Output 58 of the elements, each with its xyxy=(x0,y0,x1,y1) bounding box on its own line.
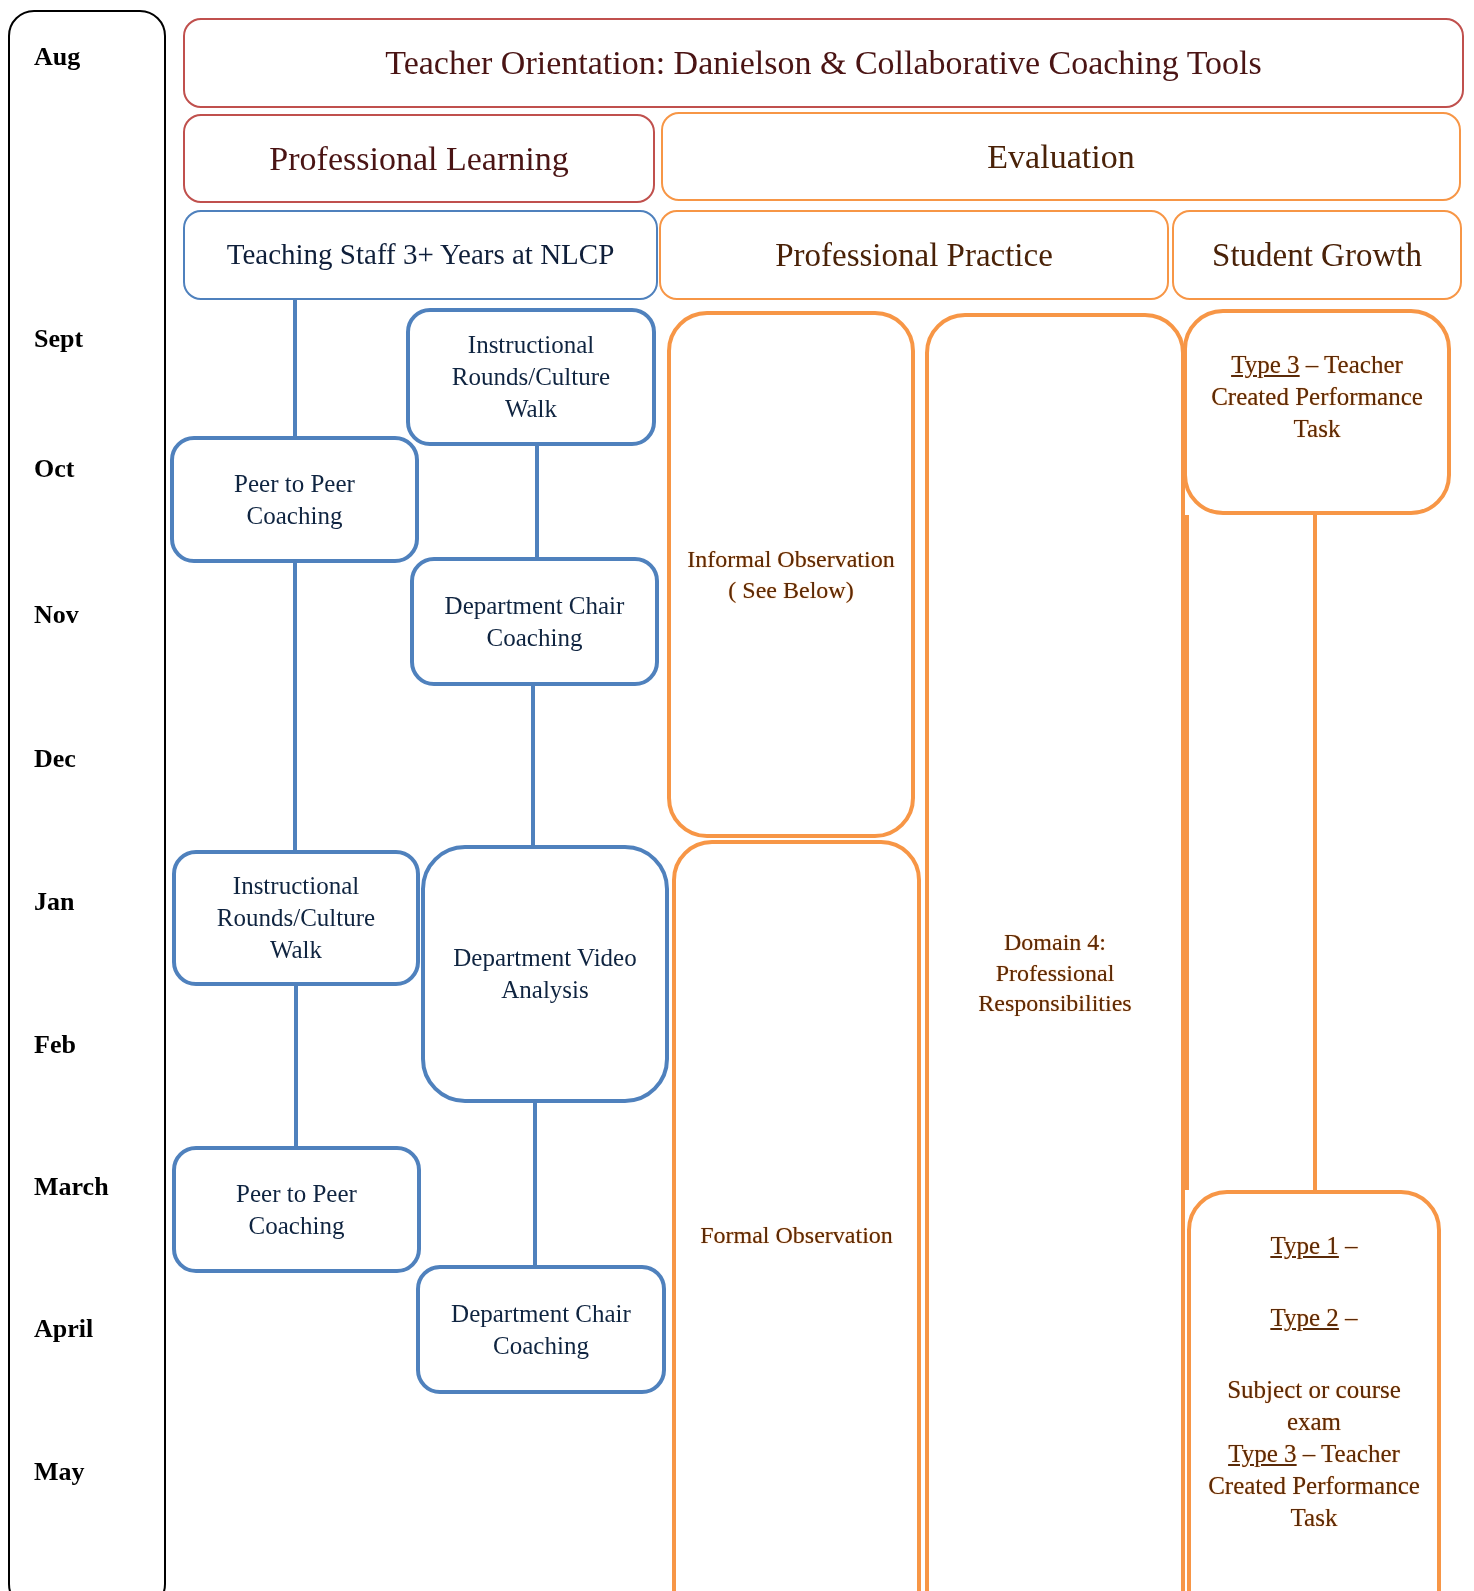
activity-box xyxy=(672,840,921,1591)
box-text: Instructional Rounds/Culture Walk xyxy=(215,871,377,965)
activity-box xyxy=(410,557,659,686)
box-text: Domain 4: Professional Responsibilities xyxy=(977,927,1133,1019)
box-text: Department Video Analysis xyxy=(452,943,638,1005)
box-text: Formal Observation xyxy=(700,1220,893,1250)
task-box xyxy=(1183,309,1451,515)
month-column xyxy=(8,10,166,1591)
activity-box xyxy=(667,311,915,838)
box-text: Evaluation xyxy=(987,136,1135,177)
box-text: Professional Practice xyxy=(775,235,1053,275)
month-label: April xyxy=(34,1314,94,1344)
box-text: Department Chair Coaching xyxy=(450,1298,632,1361)
box-text: Student Growth xyxy=(1212,235,1422,275)
activity-box xyxy=(170,436,419,563)
connector-line xyxy=(293,300,297,436)
month-label: Jan xyxy=(34,887,75,917)
box-text: Informal Observation ( See Below) xyxy=(686,544,896,605)
box-text: Peer to Peer Coaching xyxy=(235,1178,358,1241)
month-label: Nov xyxy=(34,600,79,630)
month-label: Sept xyxy=(34,324,84,354)
connector-line xyxy=(1185,515,1189,1190)
header-box xyxy=(661,112,1461,201)
activity-box xyxy=(416,1265,666,1394)
box-text: Instructional Rounds/Culture Walk xyxy=(450,330,612,424)
month-label: Oct xyxy=(34,454,75,484)
box-text: Type 3 – Teacher Created Performance Task xyxy=(1210,350,1424,444)
task-box xyxy=(1187,1190,1441,1591)
header-box xyxy=(659,210,1169,300)
header-box xyxy=(1172,210,1462,300)
connector-line xyxy=(535,446,539,557)
box-text: Type 3 – Teacher Created Performance Task xyxy=(1207,1439,1421,1533)
month-label: Dec xyxy=(34,744,76,774)
activity-box xyxy=(172,850,420,986)
month-label: Feb xyxy=(34,1030,76,1060)
month-label: March xyxy=(34,1172,109,1202)
box-text: Type 1 – xyxy=(1270,1231,1358,1261)
box-text: Type 2 – xyxy=(1270,1303,1358,1333)
connector-line xyxy=(293,563,297,850)
box-text: Department Chair Coaching xyxy=(443,590,626,653)
activity-box xyxy=(172,1146,421,1273)
box-text: Teacher Orientation: Danielson & Collaborative Coaching Tools xyxy=(385,43,1262,84)
box-text: Subject or course exam xyxy=(1226,1375,1402,1437)
header-box xyxy=(183,210,658,300)
connector-line xyxy=(1313,515,1317,1190)
box-text: Peer to Peer Coaching xyxy=(233,468,356,531)
connector-line xyxy=(533,1103,537,1265)
connector-line xyxy=(531,686,535,845)
activity-box xyxy=(421,845,669,1103)
box-text: Teaching Staff 3+ Years at NLCP xyxy=(226,237,615,273)
month-label: Aug xyxy=(34,42,81,72)
box-text: Professional Learning xyxy=(269,138,569,179)
connector-line xyxy=(294,986,298,1146)
activity-box xyxy=(925,313,1185,1591)
header-box xyxy=(183,18,1464,108)
month-label: May xyxy=(34,1457,85,1487)
activity-box xyxy=(406,308,656,446)
header-box xyxy=(183,114,655,203)
